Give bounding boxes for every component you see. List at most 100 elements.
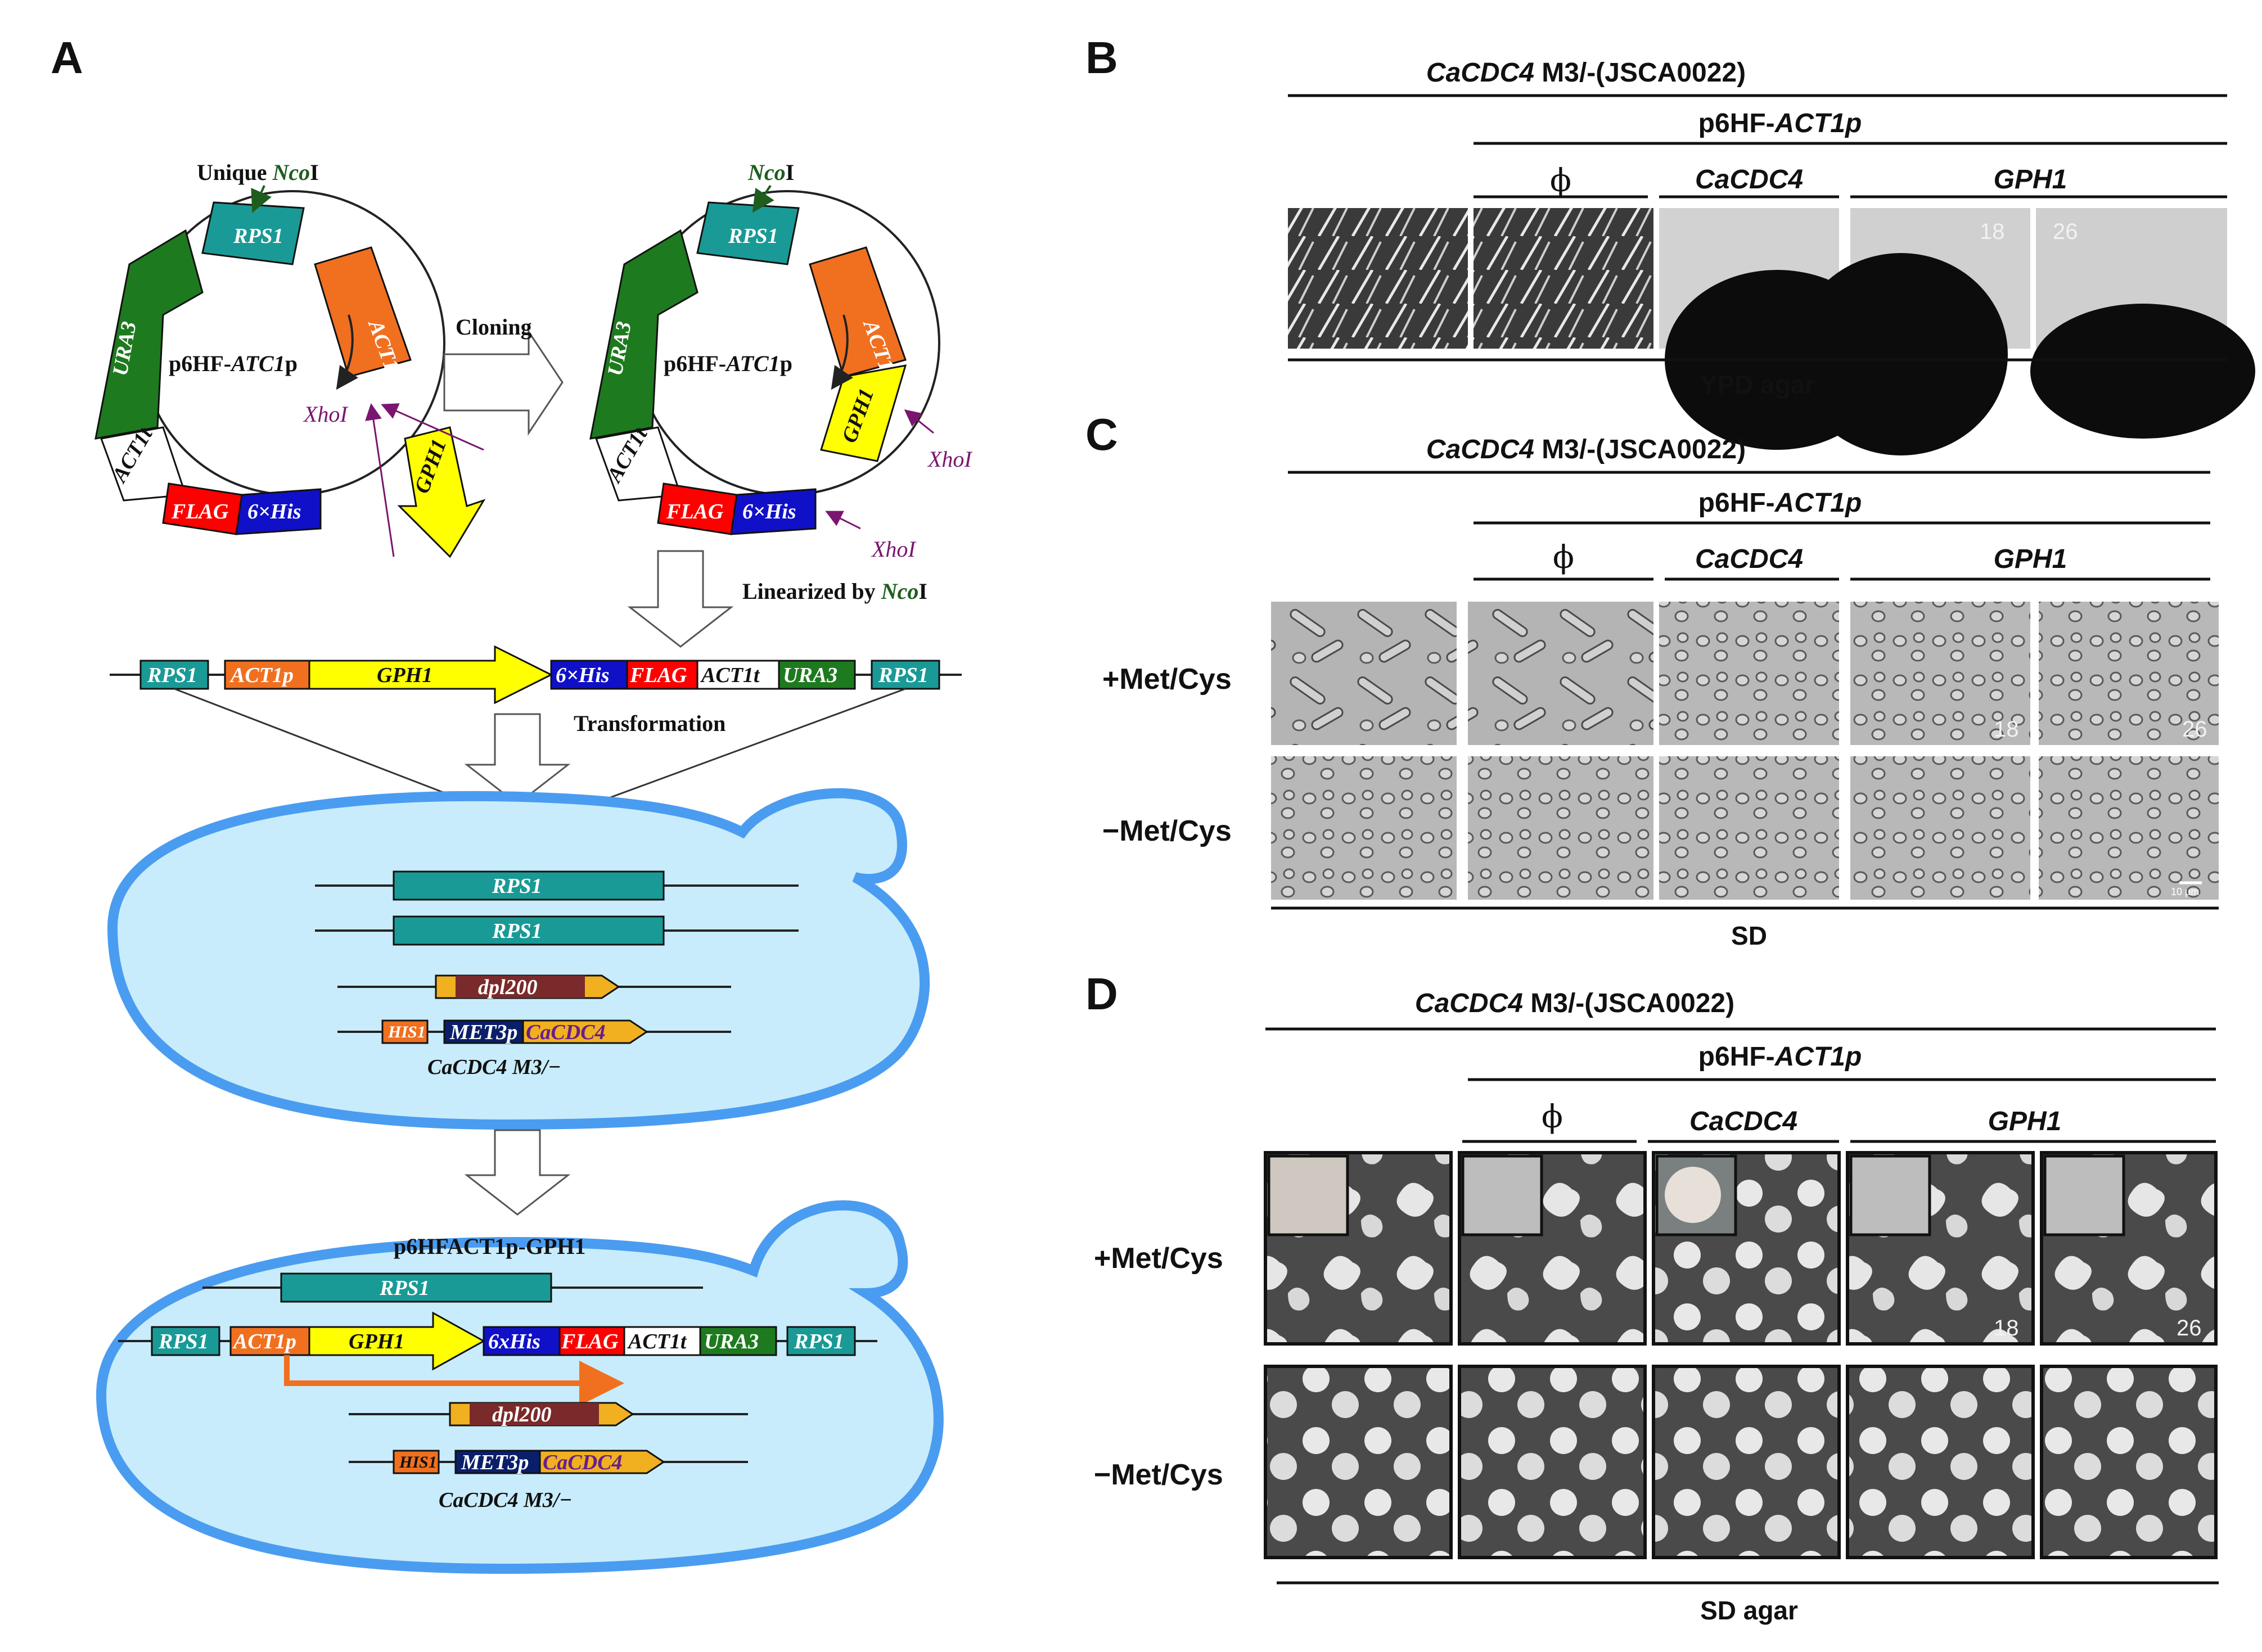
rps1-label-final-1: RPS1: [158, 1330, 209, 1353]
met3p-label-2: MET3p: [461, 1451, 529, 1474]
xho-label-left: XhoI: [303, 401, 348, 427]
nco-label-right: NcoI: [747, 160, 794, 185]
his1-label-2: HIS1: [399, 1453, 437, 1472]
his6-label-right: 6×His: [742, 500, 796, 523]
panel-d-phi-header: ϕ: [1542, 1099, 1563, 1135]
his6-label-linear: 6×His: [556, 663, 610, 687]
panel-d-r2-parent: [1264, 1365, 1453, 1559]
rps1-label-linear-1: RPS1: [147, 663, 197, 687]
panel-d-row1-label: +Met/Cys: [1094, 1242, 1223, 1275]
cloning-arrow: [443, 329, 564, 436]
panel-d-r1-gph1-26-inset: [2043, 1154, 2125, 1236]
panel-c-r1-parent: [1271, 602, 1457, 745]
strain-label-2: CaCDC4 M3/−: [439, 1488, 572, 1512]
act1p-label-final: ACT1p: [232, 1330, 296, 1353]
ura3-segment-right: [589, 229, 699, 440]
rps1-box-linear-1: [139, 660, 209, 690]
met3p-label-1: MET3p: [449, 1021, 517, 1044]
dpl200-core-1: [456, 976, 585, 998]
panel-d-r2-cacdc4: [1652, 1365, 1841, 1559]
ura3-box-linear: [778, 660, 856, 690]
panel-c-strain-header: CaCDC4 M3/-(JSCA0022): [1426, 435, 1746, 464]
panel-b-image-parent: [1288, 208, 1468, 349]
rps1-chrom-label-3: RPS1: [379, 1276, 430, 1300]
plasmid-name-left: p6HF-ATC1p: [169, 351, 298, 376]
flag-label-left: FLAG: [171, 500, 229, 523]
panel-c-r1-gph1-18: [1850, 602, 2030, 745]
rps1-label-right: RPS1: [728, 224, 778, 248]
cloning-label: Cloning: [456, 314, 532, 340]
panel-d-r2-phi: [1458, 1365, 1647, 1559]
flag-label-linear: FLAG: [629, 663, 687, 687]
xho-arrow-right-2: [825, 511, 861, 530]
dpl200-label-1: dpl200: [478, 976, 538, 999]
panel-d-r1-phi-inset: [1461, 1154, 1543, 1236]
xho-label-right-1: XhoI: [927, 446, 972, 472]
panel-d-r2-gph1-18: [1846, 1365, 2035, 1559]
gph1-box-linear: [308, 645, 553, 705]
panel-c-row2-label: −Met/Cys: [1102, 815, 1232, 847]
nco-arrow-right: [752, 184, 774, 213]
panel-c-r2-parent: [1271, 756, 1457, 900]
act1p-label-linear: ACT1p: [229, 663, 294, 687]
unique-nco-label: Unique NcoI: [197, 160, 319, 185]
rps1-label-left: RPS1: [233, 224, 283, 248]
rps1-box-final-1: [151, 1326, 220, 1356]
panel-b-gph1-header: GPH1: [1994, 165, 2067, 195]
panel-b-strain-header: CaCDC4 M3/-(JSCA0022): [1426, 58, 1746, 88]
panel-b-colony-gph1-18: [1794, 253, 2008, 455]
act1t-box-linear: [696, 660, 780, 690]
panel-c-gph1-header: GPH1: [1994, 544, 2067, 574]
his6-segment-left: [235, 488, 322, 535]
panel-b-number-18: 18: [1980, 219, 2005, 244]
panel-d-row2-label: −Met/Cys: [1094, 1459, 1223, 1491]
panel-c-r2-cacdc4: [1659, 756, 1839, 900]
cacdc4-box-2: [539, 1450, 665, 1474]
flag-label-final: FLAG: [561, 1330, 619, 1353]
gph1-label-final: GPH1: [349, 1330, 404, 1353]
flag-box-final: [558, 1326, 625, 1356]
direction-arrow-left: [336, 314, 358, 390]
direction-arrow-right: [831, 314, 853, 390]
panel-c: CaCDC4 M3/-(JSCA0022) p6HF-ACT1p ϕ CaCDC…: [1102, 435, 2219, 950]
xho-arrow-1: [381, 403, 484, 451]
ura3-box-final: [699, 1326, 777, 1356]
panel-c-phi-header: ϕ: [1553, 539, 1574, 576]
panel-d-r1-parent-inset: [1267, 1154, 1349, 1236]
panel-c-scale-label: 10 μm: [2171, 886, 2199, 897]
panel-label-a: A: [51, 33, 83, 83]
panel-c-cacdc4-header: CaCDC4: [1695, 544, 1803, 574]
panel-c-r2-phi: [1468, 756, 1653, 900]
cacdc4-box-1: [522, 1019, 648, 1044]
panel-b-caption: YPD agar: [1700, 370, 1815, 399]
act1t-box-final: [623, 1326, 701, 1356]
rps1-segment-left: [201, 201, 305, 265]
act1p-box-final: [229, 1326, 310, 1356]
rps1-chrom-2: [393, 915, 665, 946]
strain-label-1: CaCDC4 M3/−: [427, 1055, 561, 1079]
panel-d-caption: SD agar: [1700, 1596, 1798, 1625]
ura3-label-linear: URA3: [783, 663, 837, 687]
panel-label-b: B: [1085, 33, 1118, 83]
his6-segment-right: [730, 488, 817, 535]
selection-arrow: [464, 1129, 571, 1216]
panel-c-r1-phi: [1468, 602, 1653, 745]
expression-arrow: [284, 1355, 624, 1406]
panel-d: CaCDC4 M3/-(JSCA0022) p6HF-ACT1p ϕ CaCDC…: [1094, 989, 2219, 1625]
final-plasmid-label: p6HFACT1p-GPH1: [394, 1234, 586, 1259]
panel-label-d: D: [1085, 969, 1118, 1019]
panel-c-number-26: 26: [2182, 717, 2207, 742]
panel-d-number-18: 18: [1994, 1316, 2019, 1340]
panel-c-r1-gph1-26: [2039, 602, 2219, 745]
panel-b-image-phi: [1474, 208, 1653, 349]
panel-b-plasmid-header: p6HF-ACT1p: [1698, 109, 1862, 138]
rps1-label-linear-2: RPS1: [878, 663, 929, 687]
ura3-label-final: URA3: [704, 1330, 759, 1353]
panel-d-r2-gph1-26: [2040, 1365, 2218, 1559]
ura3-segment-left: [94, 229, 204, 440]
linearize-arrow: [627, 550, 734, 648]
act1t-label-final: ACT1t: [627, 1330, 687, 1353]
flag-label-right: FLAG: [666, 500, 724, 523]
plasmid-name-right: p6HF-ATC1p: [664, 351, 792, 376]
